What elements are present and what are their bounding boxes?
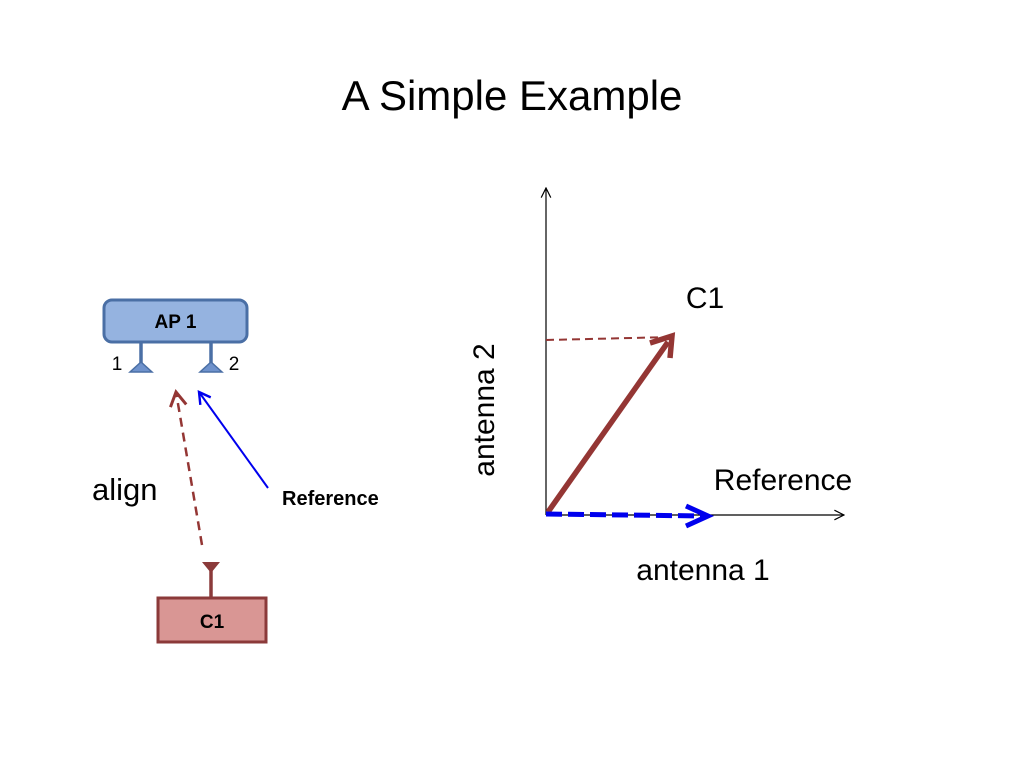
ap-antenna-2-icon (198, 342, 224, 373)
client-antenna-icon (202, 562, 220, 598)
align-arrow (169, 389, 204, 546)
x-axis-label: antenna 1 (636, 554, 769, 587)
c1-vector-label: C1 (686, 282, 724, 315)
slide-title: A Simple Example (341, 72, 683, 119)
reference-label: Reference (282, 488, 379, 510)
ap-1-box (102, 298, 249, 344)
reference-arrow (197, 390, 269, 489)
reference-vector-label: Reference (714, 464, 852, 497)
left-diagram: AP 1 1 2 align Reference (92, 298, 379, 644)
align-label: align (92, 472, 158, 507)
right-diagram: antenna 2 antenna 1 C1 Reference (468, 188, 852, 587)
antenna-2-label: 2 (229, 354, 240, 375)
ap-1-node: AP 1 (102, 298, 249, 344)
antenna-1-label: 1 (112, 354, 123, 375)
ap-1-label: AP 1 (155, 312, 197, 333)
client-c1-box (156, 596, 268, 644)
c1-projection-line (545, 336, 673, 341)
reference-vector (545, 503, 715, 529)
c1-vector (545, 332, 676, 514)
y-axis-label: antenna 2 (468, 343, 501, 476)
ap-antenna-1-icon (128, 342, 154, 373)
client-c1-label: C1 (200, 612, 225, 633)
client-c1-node: C1 (156, 596, 268, 644)
